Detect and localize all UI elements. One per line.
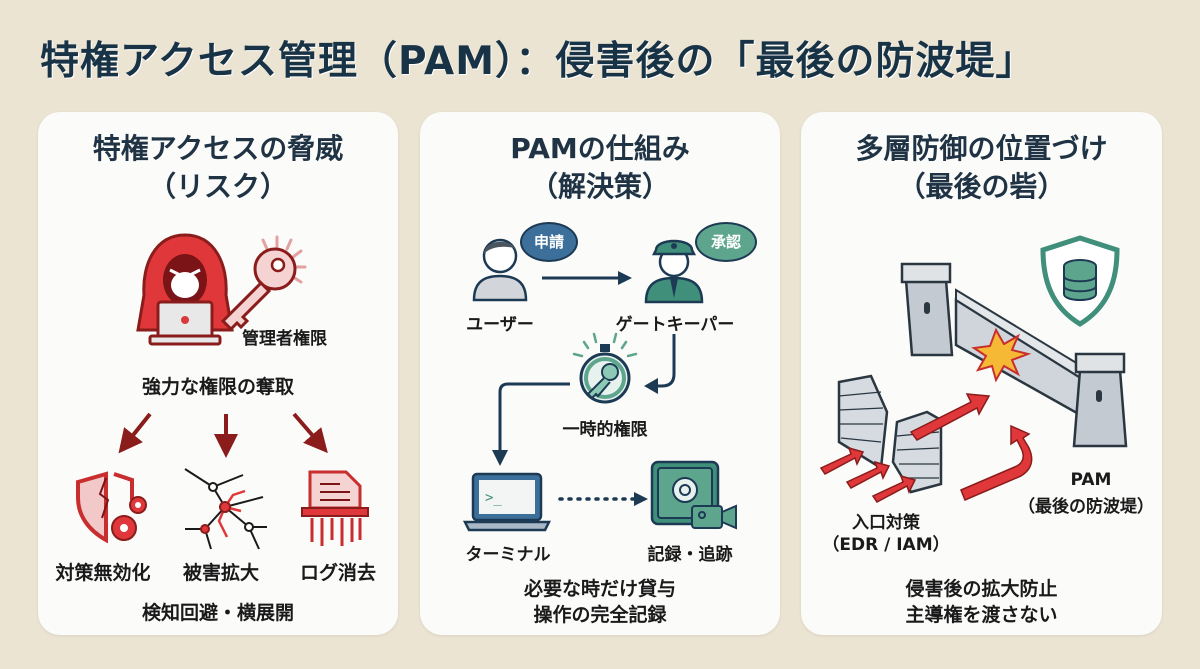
log-shredder-icon	[301, 470, 369, 546]
arrows-down	[118, 412, 328, 458]
arrow-right	[292, 412, 328, 454]
pam-label-line2: （最後の防波堤）	[1018, 497, 1154, 517]
key-icon	[220, 235, 307, 332]
safe-camera-icon	[650, 460, 737, 530]
panel-title: 多層防御の位置づけ （最後の砦）	[801, 130, 1162, 206]
pam-label-line1: PAM	[1070, 470, 1112, 490]
panel-title: PAMの仕組み （解決策）	[420, 130, 780, 206]
panel-footer-line1: 侵害後の拡大防止	[905, 578, 1058, 600]
gatekeeper-icon	[644, 239, 704, 304]
panel-title-line2: （リスク）	[147, 170, 288, 203]
dotted-arrow-terminal-to-record	[558, 492, 648, 506]
panel-title-line1: 多層防御の位置づけ	[855, 132, 1108, 165]
broken-shield-gear-icon	[76, 471, 147, 544]
effect-label: ログ消去	[299, 562, 376, 584]
castle-wall-icon	[900, 262, 1128, 448]
panel-title-line2: （最後の砦）	[897, 170, 1066, 203]
record-label: 記録・追跡	[647, 545, 733, 565]
database-shield-icon	[1040, 235, 1120, 327]
panel-footer-line2: 操作の完全記録	[533, 604, 667, 626]
arrow-left	[118, 412, 152, 454]
headline: 強力な権限の奪取	[141, 376, 294, 398]
page-title: 特権アクセス管理（PAM）：侵害後の「最後の防波堤」	[40, 39, 1036, 84]
impact-burst-icon	[971, 327, 1032, 383]
panel-title: 特権アクセスの脅威 （リスク）	[38, 130, 398, 206]
hacker-icon	[136, 233, 234, 346]
panel-threat: 特権アクセスの脅威 （リスク） 管理者権限 強力な権限の奪取	[38, 112, 398, 635]
effect-label: 対策無効化	[55, 562, 151, 584]
terminal-laptop-icon: >_	[462, 472, 552, 532]
svg-text:>_: >_	[485, 490, 502, 506]
arrow-temp-to-terminal	[492, 382, 570, 466]
entry-label-line1: 入口対策	[852, 513, 920, 533]
temp-privilege-label: 一時的権限	[562, 420, 648, 440]
effect-label: 被害拡大	[182, 562, 259, 584]
panel-footer-line1: 必要な時だけ貸与	[523, 578, 676, 600]
request-bubble: 申請	[520, 222, 578, 262]
network-crack-icon	[184, 468, 267, 550]
panel-title-line1: 特権アクセスの脅威	[92, 132, 344, 165]
panel-footer: 検知回避・横展開	[141, 602, 294, 624]
approval-bubble: 承認	[695, 222, 757, 262]
panel-footer-line2: 主導権を渡さない	[905, 604, 1058, 626]
gatekeeper-label: ゲートキーパー	[615, 315, 735, 335]
arrow-gatekeeper-to-temp	[644, 334, 676, 394]
arrow-user-to-gatekeeper	[542, 271, 632, 285]
panel-pam-mechanism: PAMの仕組み （解決策） 申請 承認 ユーザー ゲートキーパー 一時的権限	[420, 112, 780, 635]
stopwatch-key-icon	[572, 332, 638, 404]
panel-defense-in-depth: 多層防御の位置づけ （最後の砦） P	[801, 112, 1162, 635]
user-icon	[472, 238, 528, 302]
panel-title-line2: （解決策）	[529, 170, 670, 203]
user-label: ユーザー	[466, 315, 534, 335]
admin-privilege-label: 管理者権限	[242, 329, 327, 349]
terminal-label: ターミナル	[465, 545, 551, 565]
entry-label-line2: （EDR / IAM）	[822, 535, 950, 555]
panel-title-line1: PAMの仕組み	[510, 132, 690, 165]
attack-arrows-icon	[819, 393, 1033, 503]
